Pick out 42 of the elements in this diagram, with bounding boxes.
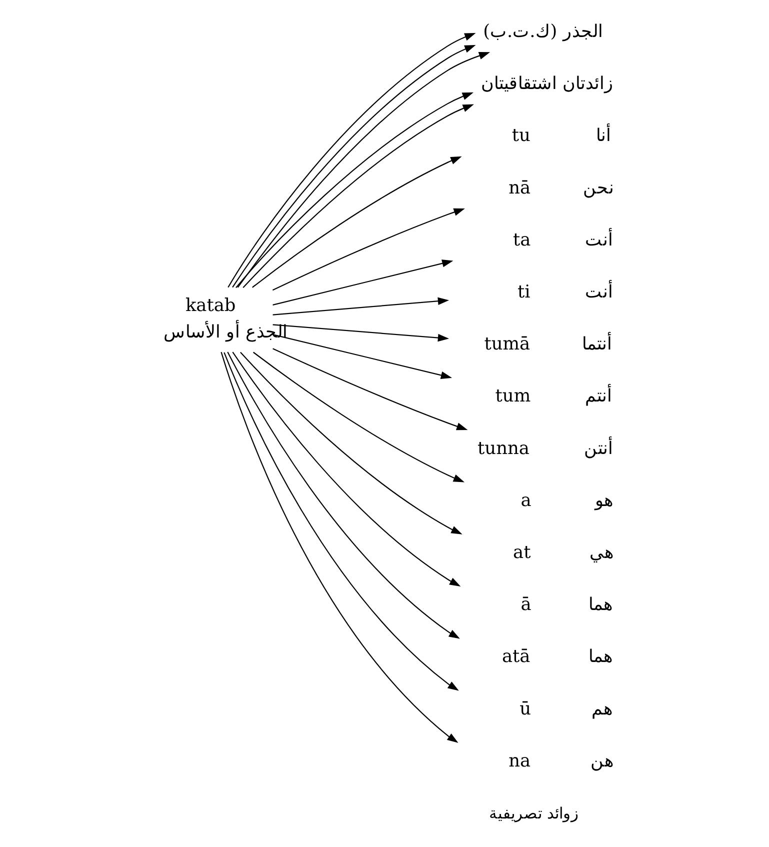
node-label: هي (589, 542, 614, 563)
arrow (272, 208, 464, 291)
arrow (272, 297, 449, 316)
node-text: ū (519, 699, 531, 720)
node-label: هو (594, 490, 614, 511)
node-text: الجذر (ك.ت.ب) (482, 22, 602, 42)
node-text: tunna (477, 438, 529, 459)
node-label: الجذع أو الأساس (162, 322, 288, 342)
arrow (272, 260, 453, 306)
node-text: atā (501, 647, 530, 668)
node-text: ā (520, 595, 531, 616)
node-label: هما (588, 647, 613, 668)
node-label: أنتم (584, 386, 612, 407)
node-label: هن (590, 751, 614, 772)
node-label: نحن (582, 178, 614, 198)
node-label: أنا (596, 126, 611, 146)
node-text: زائدتان اشتقاقيتان (480, 74, 614, 94)
node-text: tu (511, 126, 530, 146)
node-label: هما (588, 595, 613, 616)
label: زوائد تصريفية (488, 804, 579, 822)
node-text: a (520, 490, 531, 511)
arrow (252, 156, 462, 288)
arrow (252, 352, 464, 482)
node-label: أنت (584, 230, 613, 250)
arrow (272, 334, 452, 380)
node-text: ti (516, 282, 530, 302)
arrow (232, 352, 460, 586)
node-text: at (512, 542, 530, 563)
node-text: ta (512, 230, 530, 250)
node-text: nā (508, 178, 530, 198)
arrow (272, 348, 468, 430)
node-text: katab (184, 296, 236, 316)
node-text: tumā (484, 334, 530, 355)
node-text: na (508, 751, 530, 772)
node-label: أنتما (581, 334, 612, 355)
node-label: أنتن (583, 438, 612, 459)
node-label: هم (591, 699, 614, 720)
arrow (272, 324, 449, 342)
node-text: tum (494, 386, 530, 407)
arrow (226, 352, 460, 639)
node-label: أنت (584, 282, 613, 302)
arrow (240, 352, 462, 534)
